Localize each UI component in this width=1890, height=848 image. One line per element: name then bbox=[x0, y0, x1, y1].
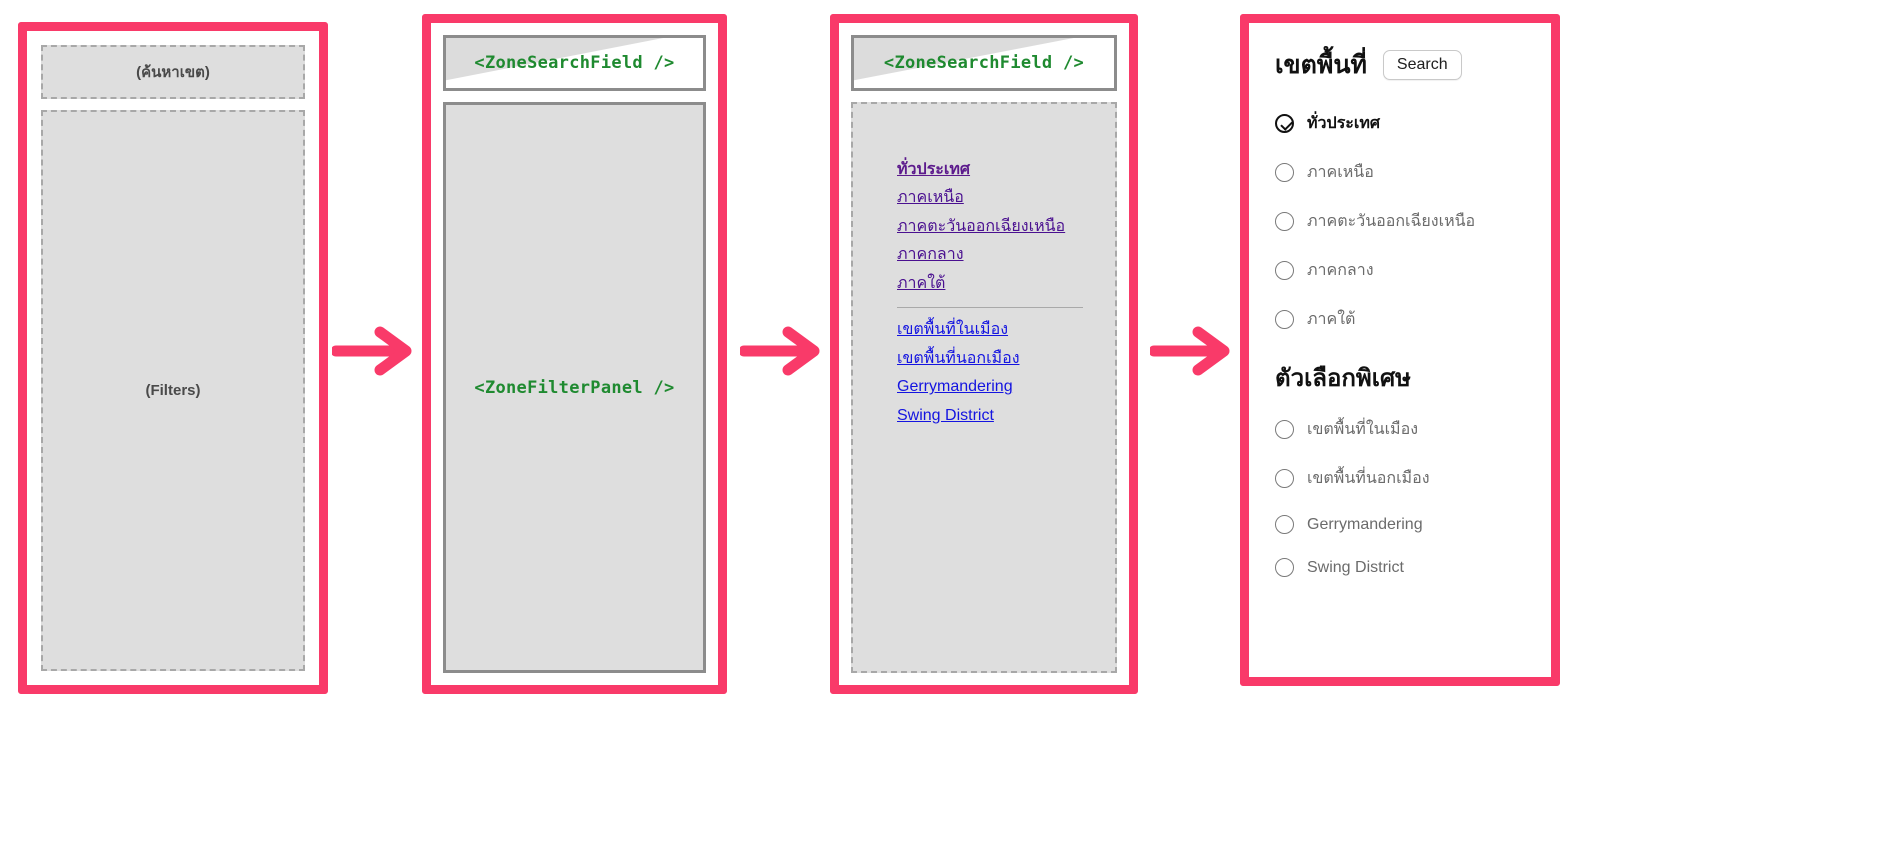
zone-link-central[interactable]: ภาคกลาง bbox=[897, 246, 964, 264]
radio-option-gerrymandering[interactable]: Gerrymandering bbox=[1275, 515, 1525, 534]
zone-search-field-tag: <ZoneSearchField /> bbox=[883, 53, 1085, 73]
radio-option-rural[interactable]: เขตพื้นที่นอกเมือง bbox=[1275, 466, 1525, 491]
zone-search-field-placeholder: <ZoneSearchField /> bbox=[851, 35, 1117, 91]
radio-label: Swing District bbox=[1307, 558, 1404, 576]
radio-label: ภาคเหนือ bbox=[1307, 164, 1374, 181]
radio-option-nationwide[interactable]: ทั่วประเทศ bbox=[1275, 111, 1525, 136]
radio-empty-icon[interactable] bbox=[1275, 515, 1294, 534]
zone-filter-panel-tag: <ZoneFilterPanel /> bbox=[474, 377, 675, 398]
radio-label: Gerrymandering bbox=[1307, 515, 1423, 533]
search-button[interactable]: Search bbox=[1382, 50, 1462, 80]
radio-option-south[interactable]: ภาคใต้ bbox=[1275, 307, 1525, 332]
radio-empty-icon[interactable] bbox=[1275, 420, 1294, 439]
radio-option-northeast[interactable]: ภาคตะวันออกเฉียงเหนือ bbox=[1275, 209, 1525, 234]
arrow-3-to-4 bbox=[1150, 318, 1242, 382]
zone-link-list: ทั่วประเทศ ภาคเหนือ ภาคตะวันออกเฉียงเหนื… bbox=[851, 102, 1117, 673]
page-title: เขตพื้นที่ bbox=[1275, 51, 1367, 79]
special-options-heading: ตัวเลือกพิเศษ bbox=[1275, 365, 1411, 392]
zone-links-group: ทั่วประเทศ ภาคเหนือ ภาคตะวันออกเฉียงเหนื… bbox=[897, 156, 1115, 298]
wireframe-search-placeholder: (ค้นหาเขต) bbox=[41, 45, 305, 99]
radio-option-swing-district[interactable]: Swing District bbox=[1275, 558, 1525, 577]
zone-link-nationwide[interactable]: ทั่วประเทศ bbox=[897, 161, 971, 178]
radio-empty-icon[interactable] bbox=[1275, 163, 1294, 182]
arrow-2-to-3 bbox=[740, 318, 832, 382]
special-link-swing-district[interactable]: Swing District bbox=[897, 406, 994, 424]
radio-empty-icon[interactable] bbox=[1275, 261, 1294, 280]
radio-option-central[interactable]: ภาคกลาง bbox=[1275, 258, 1525, 283]
wireframe-filters-label: (Filters) bbox=[145, 382, 201, 399]
radio-label: เขตพื้นที่ในเมือง bbox=[1307, 421, 1419, 438]
panel-final-styled-ui: เขตพื้นที่ Search ทั่วประเทศ ภาคเหนือ ภา… bbox=[1240, 14, 1560, 686]
panel-wireframe-blocks: (ค้นหาเขต) (Filters) bbox=[18, 22, 328, 694]
arrow-1-to-2 bbox=[332, 318, 424, 382]
radio-empty-icon[interactable] bbox=[1275, 469, 1294, 488]
radio-empty-icon[interactable] bbox=[1275, 212, 1294, 231]
special-link-rural[interactable]: เขตพื้นที่นอกเมือง bbox=[897, 349, 1020, 367]
radio-label: ภาคตะวันออกเฉียงเหนือ bbox=[1307, 213, 1476, 230]
zone-filter-panel-placeholder: <ZoneFilterPanel /> bbox=[443, 102, 706, 673]
zone-search-field-placeholder: <ZoneSearchField /> bbox=[443, 35, 706, 91]
radio-checked-icon[interactable] bbox=[1275, 114, 1294, 133]
radio-option-north[interactable]: ภาคเหนือ bbox=[1275, 160, 1525, 185]
zone-filter-header: เขตพื้นที่ Search bbox=[1275, 45, 1525, 85]
radio-label: ทั่วประเทศ bbox=[1307, 115, 1381, 132]
radio-label: ภาคใต้ bbox=[1307, 311, 1356, 328]
radio-empty-icon[interactable] bbox=[1275, 558, 1294, 577]
radio-label: เขตพื้นที่นอกเมือง bbox=[1307, 470, 1430, 487]
zone-search-field-tag: <ZoneSearchField /> bbox=[474, 53, 675, 73]
special-link-gerrymandering[interactable]: Gerrymandering bbox=[897, 378, 1013, 396]
radio-empty-icon[interactable] bbox=[1275, 310, 1294, 329]
zone-link-south[interactable]: ภาคใต้ bbox=[897, 274, 946, 292]
zone-link-north[interactable]: ภาคเหนือ bbox=[897, 189, 964, 207]
radio-label: ภาคกลาง bbox=[1307, 262, 1374, 279]
special-links-group: เขตพื้นที่ในเมือง เขตพื้นที่นอกเมือง Ger… bbox=[897, 316, 1115, 430]
wireframe-search-label: (ค้นหาเขต) bbox=[136, 64, 210, 81]
radio-option-urban[interactable]: เขตพื้นที่ในเมือง bbox=[1275, 417, 1525, 442]
panel-unstyled-links: <ZoneSearchField /> ทั่วประเทศ ภาคเหนือ … bbox=[830, 14, 1138, 694]
wireframe-filters-placeholder: (Filters) bbox=[41, 110, 305, 671]
zone-link-northeast[interactable]: ภาคตะวันออกเฉียงเหนือ bbox=[897, 217, 1066, 235]
panel-component-placeholders: <ZoneSearchField /> <ZoneFilterPanel /> bbox=[422, 14, 727, 694]
special-link-urban[interactable]: เขตพื้นที่ในเมือง bbox=[897, 321, 1009, 339]
link-list-divider bbox=[897, 307, 1083, 309]
